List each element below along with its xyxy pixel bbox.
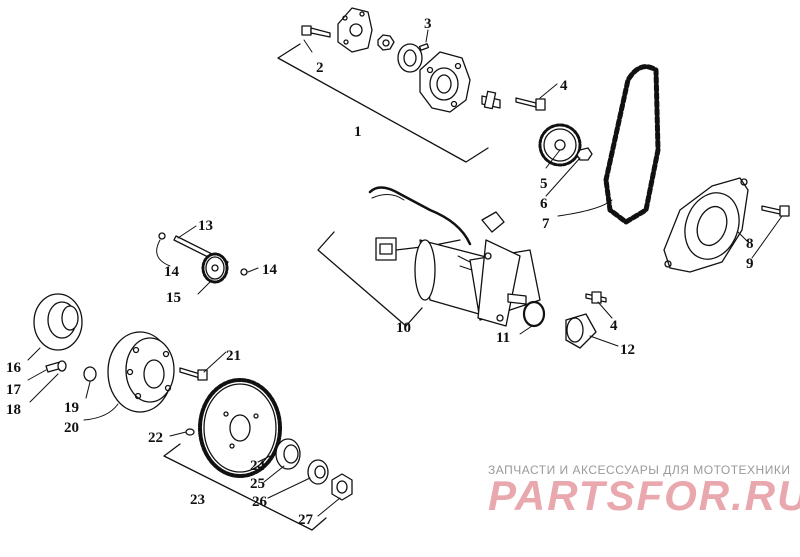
callout-4-upper: 4 bbox=[560, 78, 568, 94]
callout-16: 16 bbox=[6, 360, 22, 376]
pin-part-22 bbox=[185, 428, 195, 436]
callout-7: 7 bbox=[542, 216, 550, 232]
washer-part-26 bbox=[307, 459, 329, 485]
roller-part-19 bbox=[83, 366, 97, 382]
watermark-logo: PARTSFOR.RU bbox=[488, 472, 800, 519]
callout-9: 9 bbox=[746, 256, 754, 272]
bolt-part-4-upper bbox=[515, 97, 546, 111]
sprocket-part-5 bbox=[538, 123, 582, 167]
callout-1: 1 bbox=[354, 124, 362, 140]
plate-part-16 bbox=[33, 293, 83, 351]
pump-shaft bbox=[481, 90, 501, 110]
callout-11: 11 bbox=[496, 330, 510, 346]
group-bracket-part-23 bbox=[163, 443, 327, 531]
callout-12: 12 bbox=[620, 342, 635, 358]
callout-27: 27 bbox=[298, 512, 314, 528]
callout-13: 13 bbox=[198, 218, 213, 234]
bolt-part-4-lower bbox=[585, 291, 607, 304]
nut-part-6 bbox=[576, 147, 593, 161]
bolt-part-2 bbox=[301, 25, 331, 38]
callout-23: 23 bbox=[190, 492, 205, 508]
clutch-housing-part-20 bbox=[107, 331, 175, 413]
pump-body bbox=[419, 51, 471, 113]
pin-part-3 bbox=[418, 43, 430, 51]
pump-plate bbox=[337, 7, 373, 53]
callout-17: 17 bbox=[6, 382, 22, 398]
pump-assembly-group bbox=[277, 7, 546, 163]
callout-21: 21 bbox=[226, 348, 241, 364]
callout-18: 18 bbox=[6, 402, 21, 418]
callout-15: 15 bbox=[166, 290, 181, 306]
o-ring-part-11 bbox=[522, 300, 546, 328]
nut-part-27 bbox=[331, 473, 353, 501]
callout-10: 10 bbox=[396, 320, 411, 336]
callout-24: 24 bbox=[250, 458, 266, 474]
watermark-tagline: ЗАПЧАСТИ И АКСЕССУАРЫ ДЛЯ МОТОТЕХНИКИ bbox=[488, 463, 791, 477]
idler-gear-part-15 bbox=[201, 252, 229, 284]
bolt-part-21 bbox=[179, 367, 208, 381]
bearing-part-25 bbox=[275, 438, 301, 470]
pump-outer-rotor bbox=[397, 43, 423, 73]
callout-8: 8 bbox=[746, 236, 754, 252]
callout-20: 20 bbox=[64, 420, 79, 436]
leader-lines bbox=[27, 29, 783, 517]
group-bracket-part-1 bbox=[277, 43, 489, 163]
callout-6: 6 bbox=[540, 196, 548, 212]
callout-2: 2 bbox=[316, 60, 324, 76]
group-bracket-part-10 bbox=[317, 231, 423, 327]
bolt-part-9 bbox=[761, 205, 790, 217]
callout-26: 26 bbox=[252, 494, 268, 510]
callout-22: 22 bbox=[148, 430, 163, 446]
callout-labels: 2 1 3 4 5 6 7 8 9 10 11 4 12 13 14 14 15… bbox=[6, 16, 754, 528]
callout-5: 5 bbox=[540, 176, 548, 192]
callout-25: 25 bbox=[250, 476, 265, 492]
screw-part-17-18 bbox=[45, 360, 67, 373]
starter-gear-part-24 bbox=[198, 378, 282, 478]
callout-19: 19 bbox=[64, 400, 79, 416]
chain-part-7 bbox=[603, 64, 661, 225]
callout-3: 3 bbox=[424, 16, 432, 32]
callout-14-left: 14 bbox=[164, 264, 180, 280]
pump-rotor bbox=[377, 34, 395, 51]
washer-part-14 bbox=[240, 268, 248, 276]
starter-motor-part-10 bbox=[368, 186, 541, 327]
cover-part-8 bbox=[663, 177, 749, 273]
callout-14-right: 14 bbox=[262, 262, 278, 278]
callout-4-lower: 4 bbox=[610, 318, 618, 334]
coupler-part-12 bbox=[565, 313, 597, 349]
